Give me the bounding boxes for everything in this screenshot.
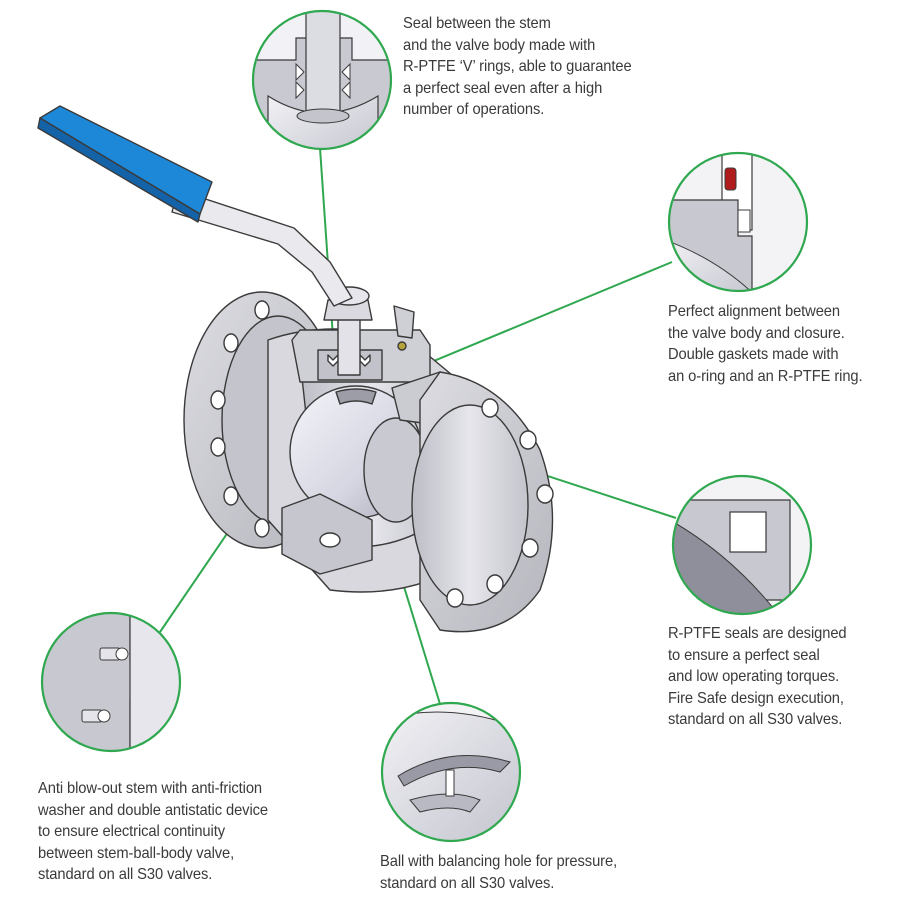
bottom-trunnion-hole bbox=[319, 532, 341, 548]
lever-grip bbox=[39, 105, 213, 215]
callout-line: Perfect alignment between bbox=[668, 303, 840, 320]
zoom-seat-seal bbox=[671, 474, 813, 616]
callout-line: and the valve body made with bbox=[403, 36, 596, 54]
callout-line: to ensure a perfect seal bbox=[668, 646, 820, 664]
callout-line: number of operations. bbox=[403, 101, 545, 118]
right-flange bbox=[411, 371, 554, 633]
left-flange-bolt-holes bbox=[210, 300, 270, 538]
antistatic-dot bbox=[397, 341, 407, 351]
callout-line: Double gaskets made with bbox=[668, 346, 839, 363]
callout-line: a perfect seal even after a high bbox=[403, 79, 603, 97]
callout-line: and low operating torques. bbox=[668, 668, 840, 685]
callout-line: R-PTFE seals are designed bbox=[668, 625, 847, 642]
valve-body bbox=[183, 286, 554, 633]
callout-line: standard on all S30 valves. bbox=[380, 874, 555, 892]
callout-anti-blowout: Anti blow-out stem with anti-friction wa… bbox=[38, 778, 268, 886]
callout-line: Seal between the stem bbox=[403, 15, 551, 32]
callout-line: Anti blow-out stem with anti-friction bbox=[38, 780, 263, 797]
callout-line: an o-ring and an R-PTFE ring. bbox=[668, 367, 863, 385]
lever-shaft bbox=[171, 189, 353, 307]
callout-line: R-PTFE ‘V’ rings, able to guarantee bbox=[403, 58, 632, 75]
zoom-stem-seal bbox=[251, 9, 393, 151]
lever-handle bbox=[37, 105, 353, 307]
callout-line: standard on all S30 valves. bbox=[668, 711, 843, 728]
right-flange-bolt-holes bbox=[446, 398, 554, 608]
ball-slot bbox=[335, 388, 377, 405]
zoom-alignment bbox=[667, 151, 809, 293]
leader-stem-seal bbox=[319, 147, 335, 353]
o-ring-icon bbox=[724, 167, 737, 191]
callout-line: standard on all S30 valves. bbox=[38, 866, 213, 883]
callout-seals: R-PTFE seals are designed to ensure a pe… bbox=[668, 623, 847, 731]
callout-line: Fire Safe design execution, bbox=[668, 689, 844, 707]
callout-stem-seal: Seal between the stem and the valve body… bbox=[403, 13, 632, 121]
callout-line: to ensure electrical continuity bbox=[38, 823, 225, 840]
callout-ball-hole: Ball with balancing hole for pressure, s… bbox=[380, 851, 617, 894]
zoom-anti-blowout bbox=[40, 611, 182, 753]
antistatic-spring-icon bbox=[81, 647, 129, 723]
callout-line: Ball with balancing hole for pressure, bbox=[380, 853, 618, 870]
callout-line: between stem-ball-body valve, bbox=[38, 844, 235, 862]
zoom-ball-hole bbox=[380, 701, 522, 843]
stop-lug bbox=[393, 305, 415, 339]
callout-line: the valve body and closure. bbox=[668, 324, 845, 342]
callout-line: washer and double antistatic device bbox=[38, 801, 268, 819]
callout-alignment: Perfect alignment between the valve body… bbox=[668, 301, 863, 387]
